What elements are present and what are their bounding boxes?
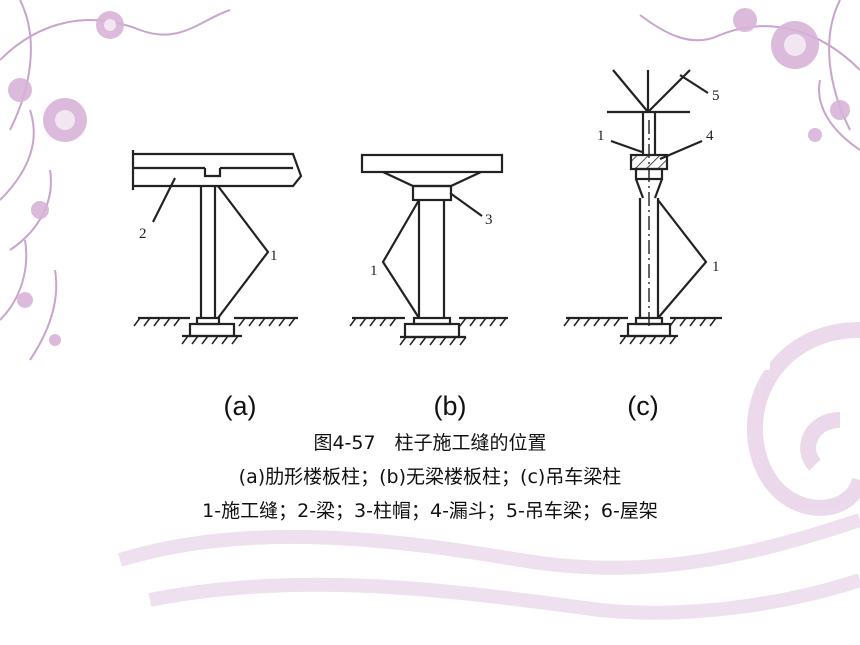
- callout-c-1-top: 1: [597, 128, 605, 144]
- callout-c-4: 4: [706, 128, 714, 144]
- callout-c-5: 5: [712, 88, 720, 104]
- diagram-b-beamless-floor-column: [352, 153, 508, 339]
- figure-caption-title: 图4-57 柱子施工缝的位置: [313, 432, 547, 454]
- swirl-decoration-bottom-right: [747, 322, 860, 516]
- flower-decoration-top-left: [0, 0, 231, 361]
- callout-a-2: 2: [139, 226, 147, 242]
- callout-a-1: 1: [270, 248, 278, 264]
- callout-b-1: 1: [370, 263, 378, 279]
- subfigure-label-b: (b): [433, 391, 467, 421]
- figure-caption-subfigures: (a)肋形楼板柱；(b)无梁楼板柱；(c)吊车梁柱: [238, 466, 622, 488]
- subfigure-label-a: (a): [223, 391, 257, 421]
- callout-b-3: 3: [485, 212, 493, 228]
- subfigure-label-c: (c): [627, 391, 659, 421]
- diagram-a-ribbed-floor-column: [131, 150, 303, 338]
- diagram-c-crane-beam-column: [566, 69, 722, 338]
- wave-decoration-bottom: [117, 513, 860, 620]
- callout-c-1: 1: [712, 259, 720, 275]
- figure-caption-legend: 1-施工缝；2-梁；3-柱帽；4-漏斗；5-吊车梁；6-屋架: [202, 500, 658, 522]
